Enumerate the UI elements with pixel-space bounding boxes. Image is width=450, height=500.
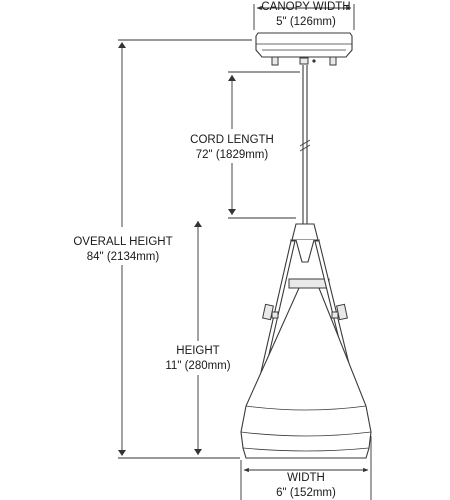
height-dimension bbox=[194, 221, 202, 455]
width-dimension bbox=[240, 436, 372, 500]
cord-length-value: 72" (1829mm) bbox=[196, 149, 269, 161]
glass-shade bbox=[240, 287, 372, 459]
cord bbox=[299, 65, 311, 224]
width-value: 6" (152mm) bbox=[276, 487, 336, 499]
overall-height-label: OVERALL HEIGHT bbox=[73, 236, 172, 248]
canopy-width-label: CANOPY WIDTH bbox=[261, 1, 350, 13]
cord-length-label: CORD LENGTH bbox=[190, 134, 274, 146]
canopy bbox=[255, 32, 353, 66]
overall-height-dimension bbox=[118, 39, 252, 459]
width-label: WIDTH bbox=[287, 472, 325, 484]
height-label: HEIGHT bbox=[176, 345, 219, 357]
canopy-width-dimension bbox=[253, 4, 355, 30]
pendant-fixture-drawing bbox=[240, 32, 372, 459]
cord-length-dimension bbox=[228, 71, 300, 219]
overall-height-value: 84" (2134mm) bbox=[87, 251, 160, 263]
height-value: 11" (280mm) bbox=[165, 360, 230, 372]
canopy-width-value: 5" (126mm) bbox=[276, 16, 336, 28]
